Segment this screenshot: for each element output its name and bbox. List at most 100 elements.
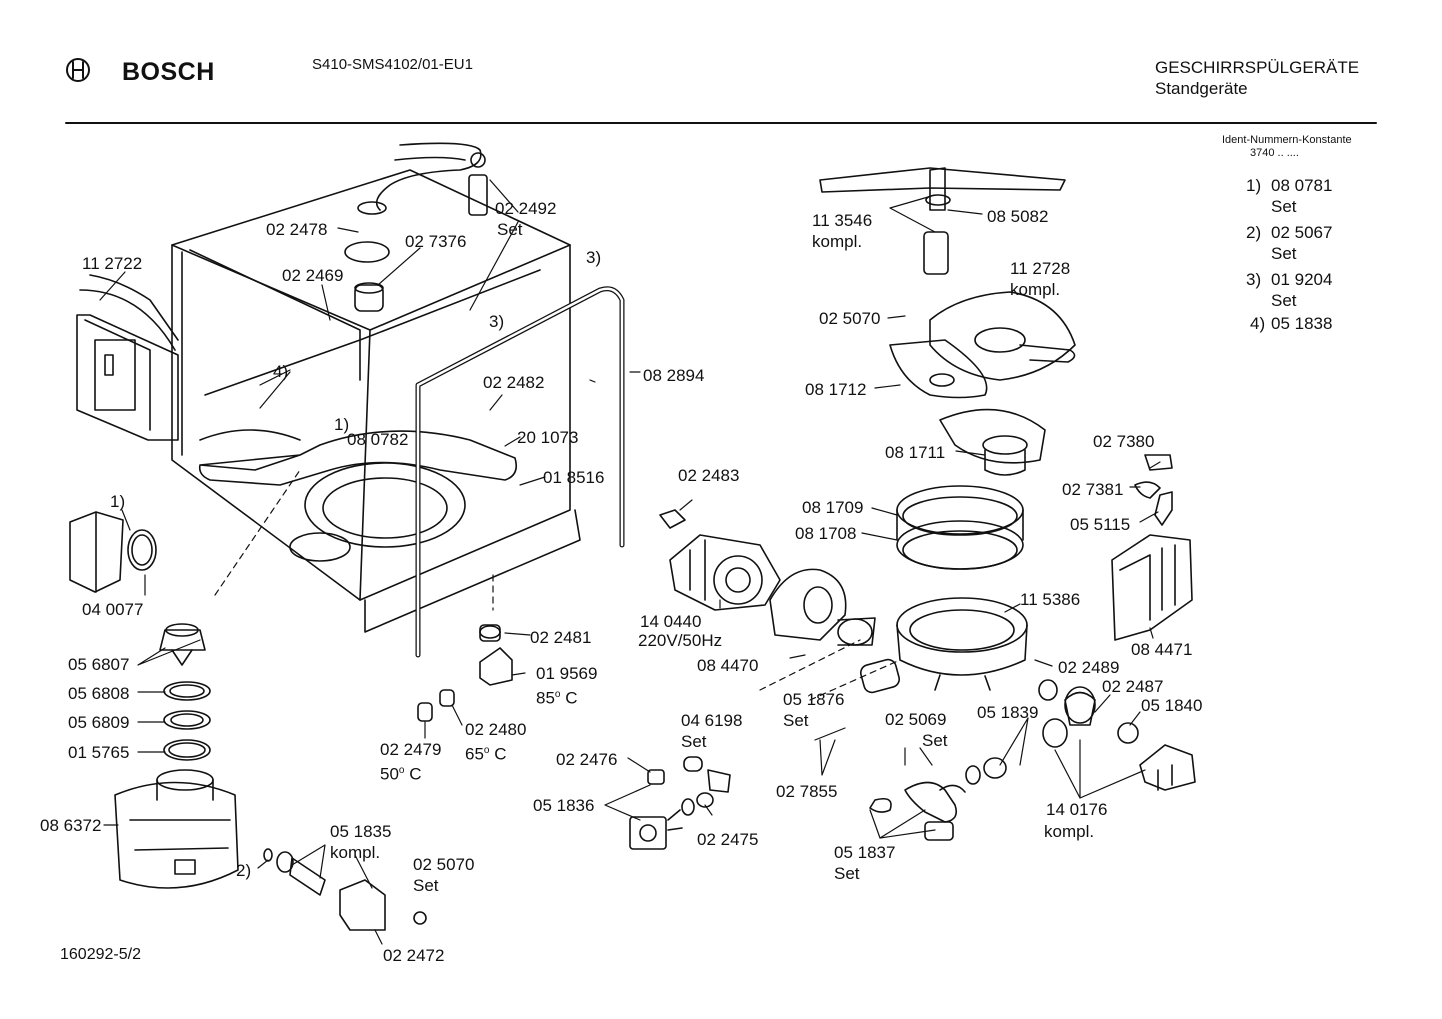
part-label: 02 2479 bbox=[380, 740, 442, 759]
part-kompl-label: kompl. bbox=[1044, 822, 1095, 841]
part-label: 02 7381 bbox=[1062, 480, 1124, 499]
part-label: 11 2728 bbox=[1010, 259, 1071, 278]
temp-value: 65 bbox=[465, 744, 484, 764]
dispenser-housing bbox=[70, 512, 156, 592]
spray-arm bbox=[820, 168, 1065, 274]
part-kompl-label: kompl. bbox=[1010, 280, 1061, 299]
part-label: 02 2489 bbox=[1058, 658, 1120, 677]
ident-entry-suffix: Set bbox=[1271, 244, 1297, 263]
bosch-logo-icon bbox=[67, 59, 89, 81]
temp-unit: C bbox=[565, 688, 578, 708]
ident-entry-number: 2) bbox=[1246, 223, 1262, 242]
category-title: GESCHIRRSPÜLGERÄTE bbox=[1155, 58, 1360, 77]
coarse-filter bbox=[890, 340, 987, 398]
side-bracket bbox=[77, 275, 178, 440]
part-label: 08 4470 bbox=[697, 656, 759, 675]
part-label: 08 1711 bbox=[885, 443, 946, 462]
temperature-label: 85o C bbox=[536, 685, 578, 708]
part-set-label: Set bbox=[922, 731, 948, 750]
temp-unit: C bbox=[494, 744, 507, 764]
sump-rings bbox=[897, 486, 1023, 569]
part-label: 02 2478 bbox=[266, 220, 328, 239]
part-label: 08 6372 bbox=[40, 816, 102, 835]
ident-entry-part: 08 0781 bbox=[1271, 176, 1333, 195]
degree-sign: o bbox=[483, 745, 490, 756]
part-label: 05 6808 bbox=[68, 684, 130, 703]
part-set-label: Set bbox=[783, 711, 809, 730]
drawing-code: 160292-5/2 bbox=[60, 946, 141, 963]
ident-entry-part: 05 1838 bbox=[1271, 314, 1333, 333]
part-label: 01 8516 bbox=[543, 468, 605, 487]
part-label: 05 1839 bbox=[977, 703, 1039, 722]
part-label: 08 1709 bbox=[802, 498, 864, 517]
part-label: 02 5070 bbox=[819, 309, 881, 328]
part-label: 08 5082 bbox=[987, 207, 1049, 226]
ident-entry-number: 4) bbox=[1250, 314, 1266, 333]
part-label: 02 5069 bbox=[885, 710, 947, 729]
part-label: 05 5115 bbox=[1070, 515, 1131, 534]
part-label: 02 2475 bbox=[697, 830, 759, 849]
subcategory-title: Standgeräte bbox=[1155, 79, 1248, 98]
hose-sleeve bbox=[859, 658, 901, 694]
filter-insert bbox=[940, 410, 1045, 475]
part-label: 11 3546 bbox=[812, 211, 873, 230]
part-label: 02 2481 bbox=[530, 628, 592, 647]
part-label: 02 2483 bbox=[678, 466, 740, 485]
degree-sign: o bbox=[398, 765, 405, 776]
salt-container bbox=[115, 770, 238, 888]
part-label: 08 1708 bbox=[795, 524, 857, 543]
part-label: 02 7380 bbox=[1093, 432, 1155, 451]
footnote-marker: 1) bbox=[334, 415, 350, 434]
footnote-marker: 3) bbox=[489, 312, 505, 331]
temp-unit: C bbox=[409, 764, 422, 784]
hose-connector bbox=[684, 757, 702, 771]
hose-elbow bbox=[905, 783, 965, 823]
ident-entry-number: 3) bbox=[1246, 270, 1262, 289]
motor-voltage: 220V/50Hz bbox=[638, 631, 723, 650]
footnote-marker: 3) bbox=[586, 248, 602, 267]
part-label: 08 0782 bbox=[347, 430, 409, 449]
part-label: 02 2492 bbox=[495, 199, 557, 218]
ident-entry-suffix: Set bbox=[1271, 197, 1297, 216]
part-label: 05 1837 bbox=[834, 843, 896, 862]
part-set-label: Set bbox=[834, 864, 860, 883]
leader-lines bbox=[100, 180, 1160, 944]
temp-value: 85 bbox=[536, 688, 555, 708]
drain-pump-assembly bbox=[966, 680, 1195, 790]
ident-entry-part: 01 9204 bbox=[1271, 270, 1333, 289]
level-switch bbox=[630, 810, 682, 849]
salt-container-parts bbox=[160, 624, 210, 760]
part-set-label: Set bbox=[681, 732, 707, 751]
ident-code: 3740 .. .... bbox=[1250, 147, 1299, 159]
sump bbox=[897, 598, 1027, 690]
part-label: 11 5386 bbox=[1020, 590, 1081, 609]
footnote-marker: 2) bbox=[236, 861, 252, 880]
part-label: 02 7855 bbox=[776, 782, 838, 801]
part-label: 14 0440 bbox=[640, 612, 702, 631]
heater-element bbox=[200, 431, 517, 485]
ident-title: Ident-Nummern-Konstante bbox=[1222, 134, 1352, 146]
part-kompl-label: kompl. bbox=[330, 843, 381, 862]
ident-entry-part: 02 5067 bbox=[1271, 223, 1333, 242]
part-label: 04 6198 bbox=[681, 711, 743, 730]
part-label: 05 1876 bbox=[783, 690, 845, 709]
part-label: 02 7376 bbox=[405, 232, 467, 251]
degree-sign: o bbox=[554, 689, 561, 700]
part-label: 11 2722 bbox=[82, 254, 143, 273]
part-label: 05 6809 bbox=[68, 713, 130, 732]
part-label: 05 1836 bbox=[533, 796, 595, 815]
part-label: 02 2487 bbox=[1102, 677, 1164, 696]
part-label: 02 5070 bbox=[413, 855, 475, 874]
part-label: 20 1073 bbox=[517, 428, 579, 447]
part-set-label: Set bbox=[413, 876, 439, 895]
micro-filter bbox=[930, 292, 1075, 380]
part-label: 08 2894 bbox=[643, 366, 705, 385]
model-number: S410-SMS4102/01-EU1 bbox=[312, 56, 473, 73]
thermostat bbox=[480, 648, 512, 685]
part-label: 02 2482 bbox=[483, 373, 545, 392]
part-label: 05 1840 bbox=[1141, 696, 1203, 715]
part-label: 01 5765 bbox=[68, 743, 130, 762]
right-bracket bbox=[1112, 535, 1192, 640]
part-label: 04 0077 bbox=[82, 600, 144, 619]
circulation-motor bbox=[670, 535, 780, 610]
